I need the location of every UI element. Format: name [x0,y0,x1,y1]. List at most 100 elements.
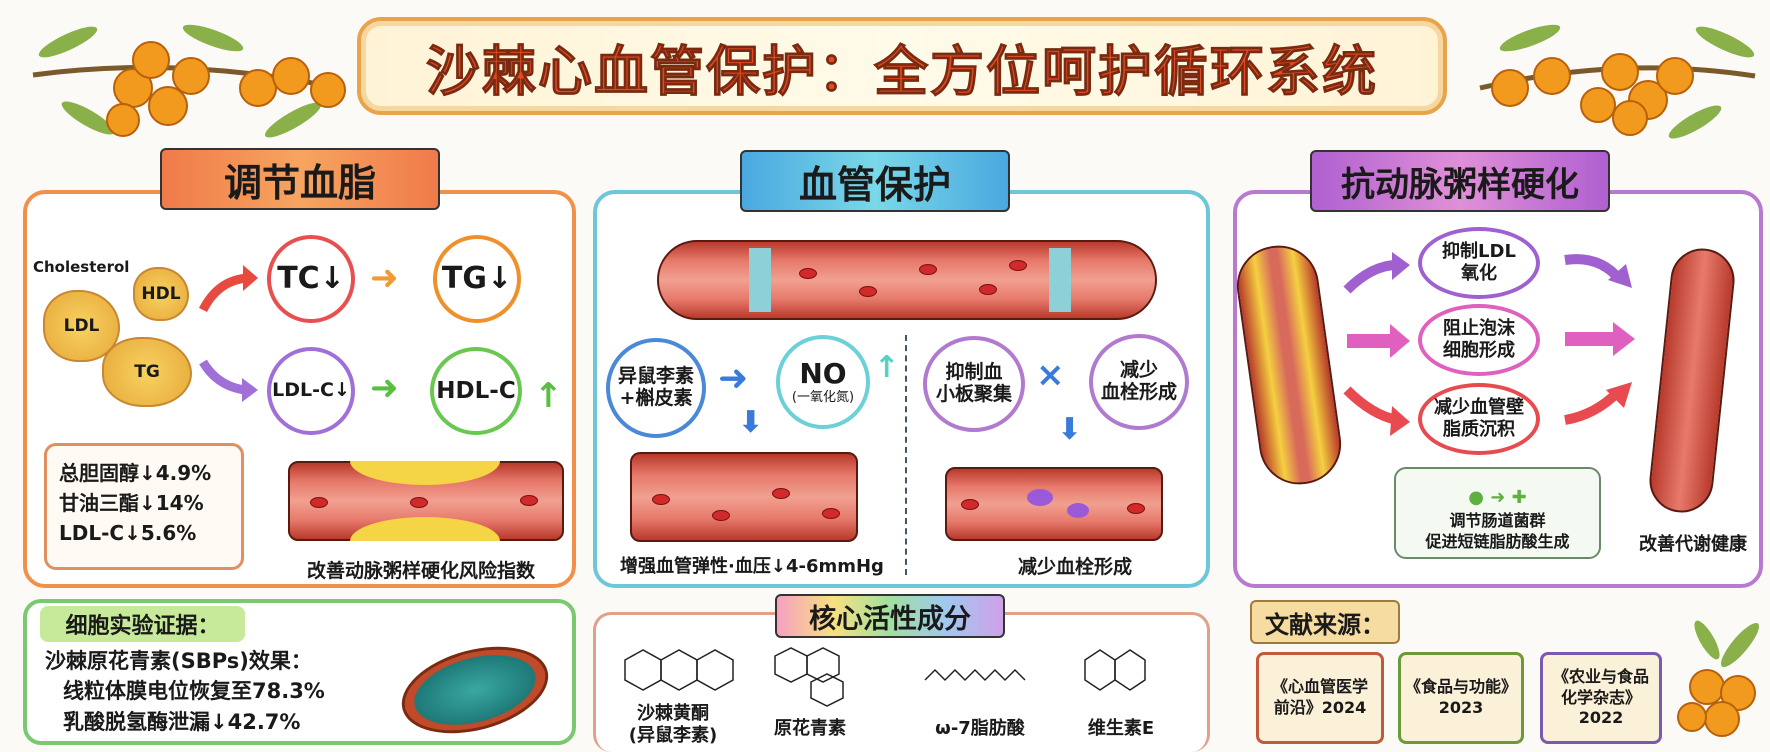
lipid-heading: 调节血脂 [223,160,376,205]
cell-evidence-text: 沙棘原花青素(SBPs)效果： 线粒体膜电位恢复至78.3% 乳酸脱氢酶泄漏↓4… [45,646,325,737]
athero-item-2-line-2: 细胞形成 [1443,340,1515,361]
blood-vessel-illustration [657,240,1157,320]
artery-plaque-illustration [288,461,564,541]
ldl-blob: LDL [43,290,120,362]
arrow-down-blue-icon: ⬇ [738,405,764,440]
ref-3-line-2: 化学杂志》 [1560,687,1641,707]
compounds-panel [593,612,1210,752]
ref-3-line-1: 《农业与食品 [1552,666,1649,686]
ldl-label: LDL [63,316,100,336]
sea-buckthorn-berries-icon [1677,620,1760,737]
compound-omega7: ω-7脂肪酸 [935,718,1025,739]
vascular-heading-ribbon: 血管保护 [740,150,1010,212]
page-title: 沙棘心血管保护：全方位呵护循环系统 [426,39,1378,103]
platelet-circle: 抑制血 小板聚集 [923,336,1025,432]
hdl-blob: HDL [133,267,189,321]
compound-line-2: +槲皮素 [619,387,693,409]
arrow-up-icon: ↑ [534,376,563,416]
arrow-right-green-icon: ➜ [370,368,399,408]
ldl-c-label: LDL-C↓ [272,379,350,402]
hdl-label: HDL [141,284,181,304]
athero-item-1-line-2: 氧化 [1461,263,1497,284]
cross-icon: × [1036,355,1065,395]
flavonoid-structure-icon [624,649,734,691]
thrombus-line-1: 减少 [1119,359,1158,382]
lipid-heading-ribbon: 调节血脂 [160,148,440,210]
athero-item-3-line-1: 减少血管壁 [1434,396,1524,418]
vitamin-e-structure-icon [1084,649,1146,691]
vascular-heading: 血管保护 [798,162,951,207]
compound-1-name: 沙棘黄酮 [637,703,709,724]
cell-line-3: 乳酸脱氢酶泄漏↓42.7% [63,709,301,734]
compound-line-1: 异鼠李素 [617,365,694,388]
reference-book-3: 《农业与食品化学杂志》2022 [1540,652,1662,744]
compound-flavonoid: 沙棘黄酮(异鼠李素) [608,703,738,746]
sea-buckthorn-branch-left-icon [32,24,346,138]
thrombus-circle: 减少 血栓形成 [1089,334,1189,430]
arrow-right-icon: ➜ [370,258,399,298]
compound-1-sub: (异鼠李素) [628,724,718,746]
reference-book-2: 《食品与功能》2023 [1398,652,1524,744]
athero-item-1-line-1: 抑制LDL [1442,240,1516,262]
cholesterol-label: Cholesterol [33,258,130,276]
elastic-vessel-illustration [630,452,858,542]
ref-1-line-1: 《心血管医学 [1271,677,1368,697]
vascular-caption-right: 减少血栓形成 [1017,556,1132,578]
athero-item-2-line-1: 阻止泡沫 [1443,317,1515,339]
compound-vitamin-e: 维生素E [1087,718,1155,739]
arrow-right-blue-icon: ➜ [718,358,749,399]
lipid-caption: 改善动脉粥样硬化风险指数 [306,560,535,582]
tg-circle: TG↓ [433,235,521,323]
ref-3-line-3: 2022 [1578,708,1624,728]
no-title: NO [799,357,847,391]
divider [905,335,907,575]
title-banner: 沙棘心血管保护：全方位呵护循环系统 [357,17,1447,115]
platelet-line-2: 小板聚集 [935,383,1012,405]
gut-line-1: 调节肠道菌群 [1449,511,1546,531]
ref-2-line-2: 2023 [1438,698,1484,717]
ref-1-line-2: 前沿》2024 [1273,698,1367,717]
stat-ldl-c: LDL-C↓5.6% [59,521,197,545]
athero-result-arrows-icon [1564,254,1635,425]
arrow-down-icon: ⬇ [1057,412,1083,447]
stat-triglyceride: 甘油三酯↓14% [59,491,204,515]
tc-circle: TC↓ [267,235,355,323]
compound-procyanidin: 原花青素 [774,718,846,739]
athero-heading-ribbon: 抗动脉粥样硬化 [1310,150,1610,212]
no-up-arrow-icon: ↑ [874,350,900,385]
thrombus-vessel-illustration [945,467,1163,541]
branch-arrows-icon [198,265,258,402]
ref-2-line-1: 《食品与功能》 [1404,677,1517,697]
compounds-heading: 核心活性成分 [775,594,1005,638]
sea-buckthorn-branch-right-icon [1479,24,1756,139]
gut-microbiota-box: ● ➜ ✚ 调节肠道菌群 促进短链脂肪酸生成 [1394,467,1601,559]
no-subtitle: (一氧化氮) [791,389,855,405]
tg-blob: TG [102,337,192,407]
no-circle: NO (一氧化氮) [776,335,870,429]
platelet-line-1: 抑制血 [945,361,1003,384]
athero-item-foam-cell: 阻止泡沫细胞形成 [1418,304,1540,376]
tg-label: TG [134,362,160,382]
gut-line-2: 促进短链脂肪酸生成 [1425,532,1570,552]
cell-line-1: 沙棘原花青素(SBPs)效果： [45,649,312,673]
fatty-acid-structure-icon [924,668,1026,682]
tg-result-label: TG↓ [441,260,513,296]
thrombus-line-2: 血栓形成 [1100,381,1177,403]
stat-total-cholesterol: 总胆固醇↓4.9% [59,461,212,485]
ldl-c-circle: LDL-C↓ [267,347,355,435]
tc-label: TC↓ [277,260,345,296]
cell-evidence-heading: 细胞实验证据： [40,606,245,642]
hdl-c-circle: HDL-C [430,347,522,435]
athero-arrows-icon [1343,252,1410,436]
cell-line-2: 线粒体膜电位恢复至78.3% [63,679,325,704]
vascular-caption-left: 增强血管弹性·血压↓4-6mmHg [620,556,884,577]
athero-item-lipid-deposit: 减少血管壁脂质沉积 [1418,383,1540,455]
athero-heading: 抗动脉粥样硬化 [1341,164,1579,205]
athero-item-3-line-2: 脂质沉积 [1443,419,1515,440]
bacteria-icon: ● ➜ ✚ [1468,487,1527,509]
procyanidin-structure-icon [774,647,844,707]
reference-book-1: 《心血管医学前沿》2024 [1256,652,1384,744]
athero-result: 改善代谢健康 [1639,534,1747,555]
lipid-stats-bubble: 总胆固醇↓4.9% 甘油三酯↓14% LDL-C↓5.6% [44,443,244,570]
